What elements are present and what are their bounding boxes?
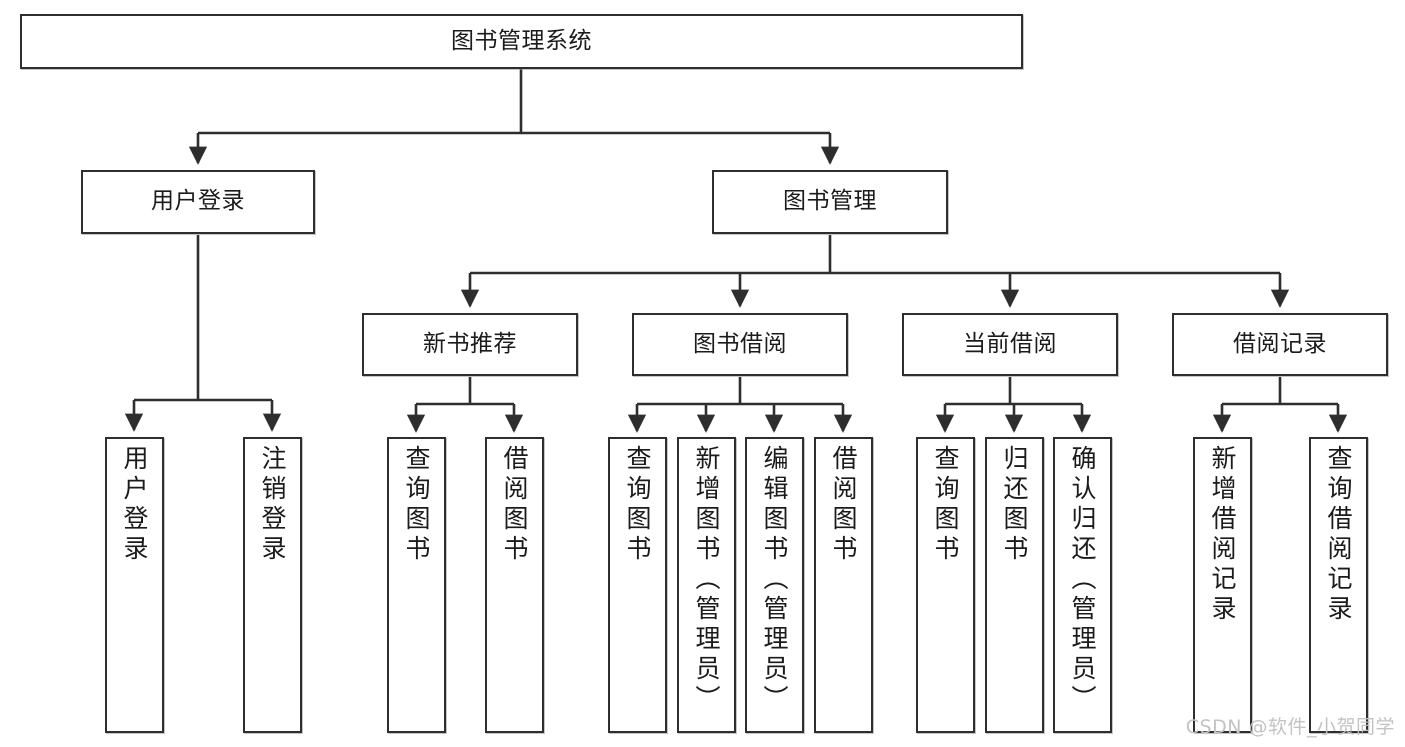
leaf-book-borrow-borrow[interactable]: 借阅图书: [814, 437, 873, 733]
node-label: 新增图书（管理员）: [692, 445, 721, 715]
node-book-borrow[interactable]: 图书借阅: [632, 313, 848, 376]
node-label: 借阅记录: [1233, 330, 1327, 357]
node-label: 注销登录: [258, 445, 287, 565]
node-label: 编辑图书（管理员）: [760, 445, 789, 715]
leaf-current-borrow-return[interactable]: 归还图书: [985, 437, 1044, 733]
leaf-user-login-logout[interactable]: 注销登录: [243, 437, 302, 733]
node-user-login[interactable]: 用户登录: [81, 170, 315, 234]
node-label: 用户登录: [151, 188, 245, 215]
leaf-user-login-login[interactable]: 用户登录: [105, 437, 164, 733]
leaf-current-borrow-confirm-return[interactable]: 确认归还（管理员）: [1053, 437, 1112, 733]
leaf-new-book-query[interactable]: 查询图书: [387, 437, 446, 733]
leaf-new-book-borrow[interactable]: 借阅图书: [485, 437, 544, 733]
node-book-management[interactable]: 图书管理: [712, 170, 948, 234]
node-label: 确认归还（管理员）: [1068, 445, 1097, 715]
node-label: 查询图书: [931, 445, 960, 565]
node-label: 借阅图书: [500, 445, 529, 565]
node-label: 当前借阅: [963, 330, 1057, 357]
node-label: 查询图书: [623, 445, 652, 565]
leaf-borrow-record-query[interactable]: 查询借阅记录: [1309, 437, 1368, 733]
leaf-book-borrow-add[interactable]: 新增图书（管理员）: [677, 437, 736, 733]
node-root-system[interactable]: 图书管理系统: [20, 14, 1023, 69]
node-label: 图书借阅: [693, 330, 787, 357]
node-label: 新书推荐: [423, 330, 517, 357]
node-label: 借阅图书: [829, 445, 858, 565]
node-new-book-recommend[interactable]: 新书推荐: [362, 313, 578, 376]
node-borrow-record[interactable]: 借阅记录: [1172, 313, 1388, 376]
node-label: 查询图书: [402, 445, 431, 565]
csdn-watermark: CSDN @软件_小贺同学: [1185, 716, 1395, 738]
node-label: 归还图书: [1000, 445, 1029, 565]
node-label: 新增借阅记录: [1208, 445, 1237, 625]
leaf-book-borrow-edit[interactable]: 编辑图书（管理员）: [745, 437, 804, 733]
node-label: 图书管理系统: [451, 27, 592, 54]
node-label: 图书管理: [783, 188, 877, 215]
node-current-borrow[interactable]: 当前借阅: [902, 313, 1118, 376]
leaf-current-borrow-query[interactable]: 查询图书: [916, 437, 975, 733]
leaf-borrow-record-add[interactable]: 新增借阅记录: [1193, 437, 1252, 733]
node-label: 查询借阅记录: [1324, 445, 1353, 625]
leaf-book-borrow-query[interactable]: 查询图书: [608, 437, 667, 733]
node-label: 用户登录: [120, 445, 149, 565]
